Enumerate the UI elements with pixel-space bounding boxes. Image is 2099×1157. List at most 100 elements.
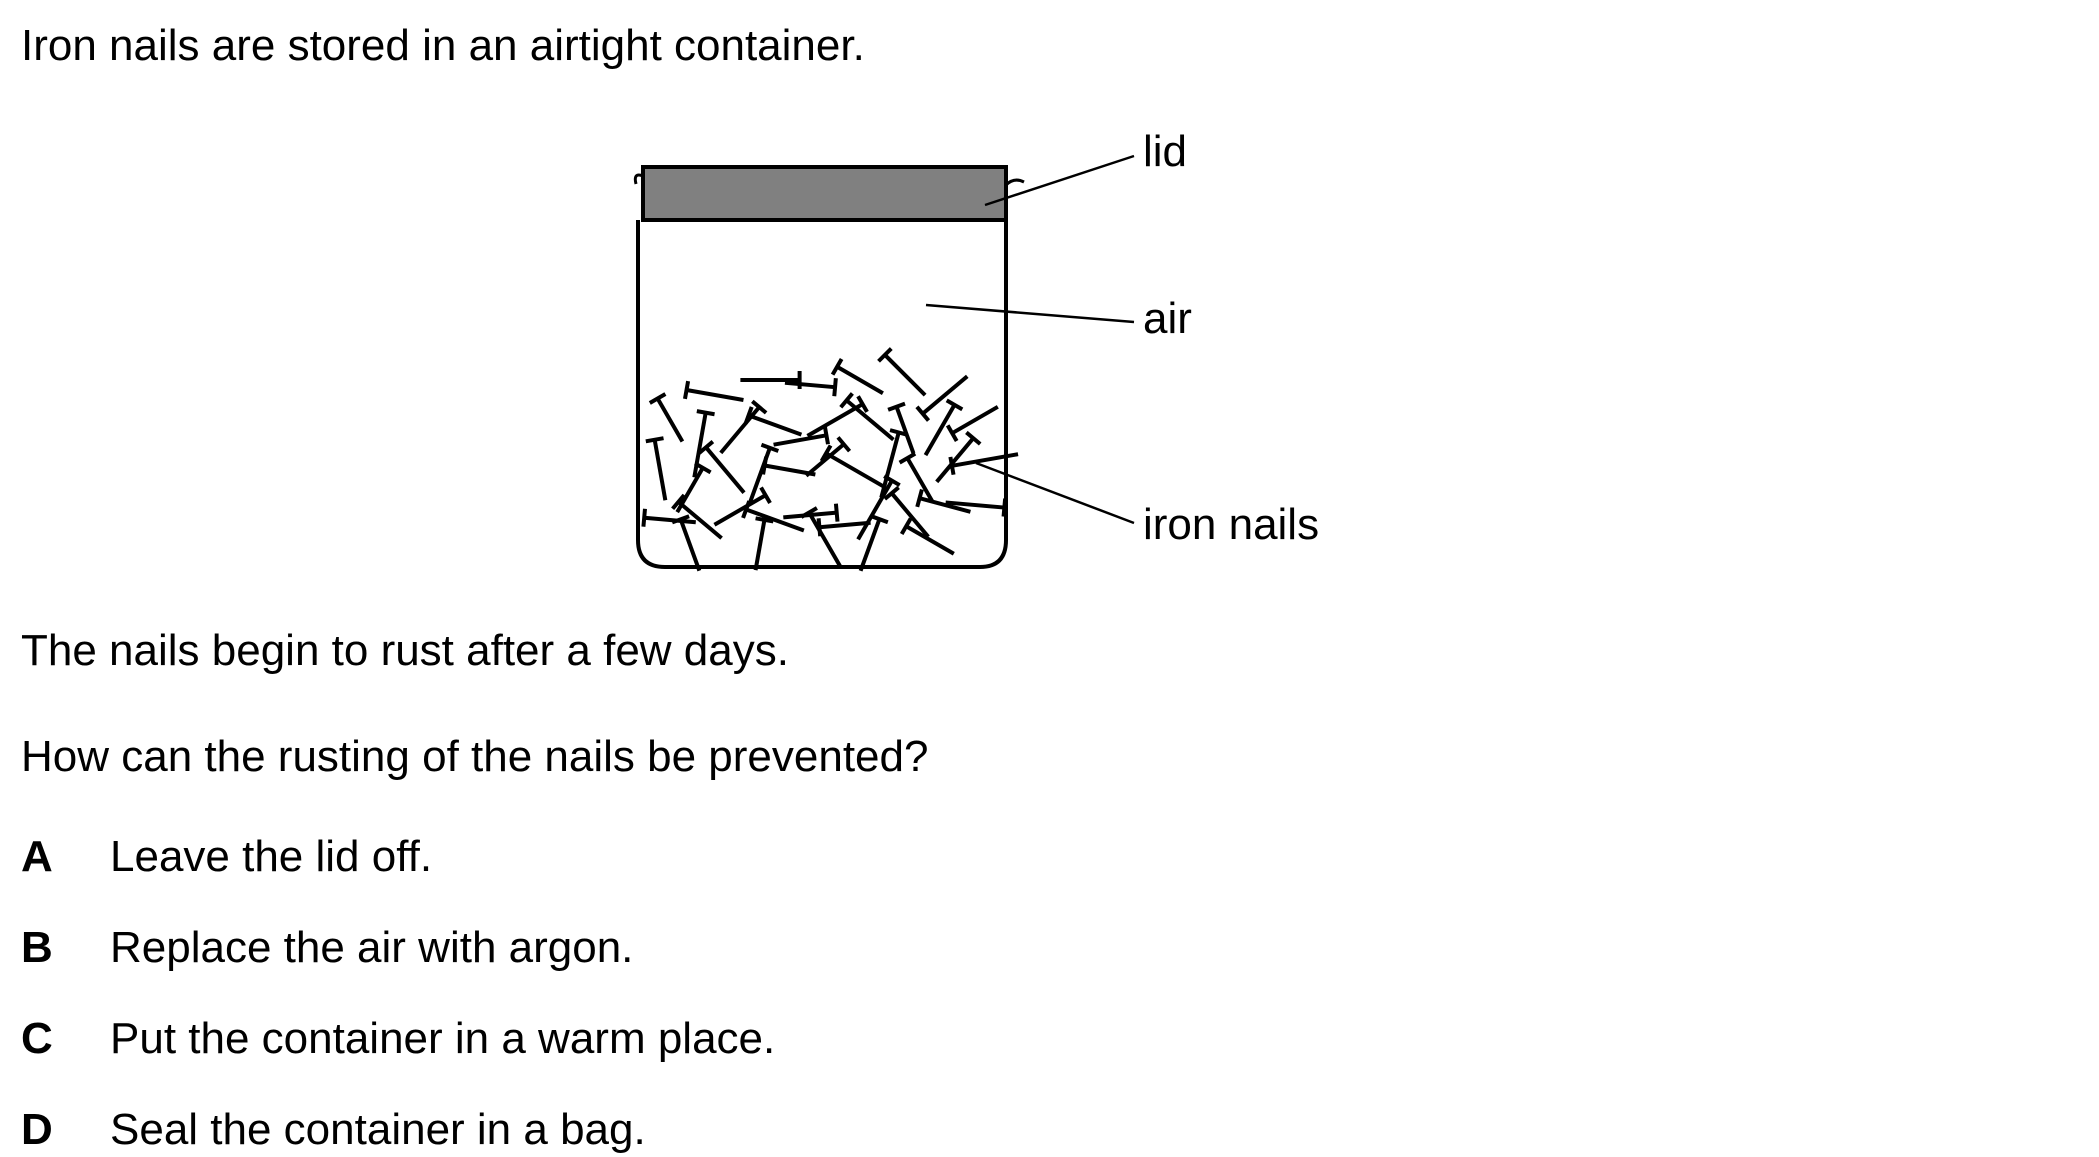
nail-shape bbox=[945, 498, 1008, 517]
nail-shaft bbox=[921, 374, 969, 416]
nail-shape bbox=[713, 486, 772, 527]
nail-shape bbox=[804, 436, 852, 478]
nail-shape bbox=[641, 508, 696, 527]
nail-shape bbox=[935, 430, 982, 484]
iron-nails-pile bbox=[641, 347, 1019, 572]
nail-shaft bbox=[747, 413, 803, 437]
nail-shape bbox=[645, 436, 668, 501]
nail-shape bbox=[887, 401, 916, 454]
nail-shaft bbox=[825, 451, 885, 489]
nail-head bbox=[760, 442, 780, 453]
nail-head bbox=[696, 409, 715, 417]
nail-shaft bbox=[905, 524, 955, 556]
nail-head bbox=[830, 357, 844, 376]
nail-head bbox=[870, 514, 889, 525]
nail-head bbox=[693, 461, 712, 475]
nail-shape bbox=[856, 474, 901, 541]
nail-shape bbox=[761, 456, 816, 477]
nail-head bbox=[743, 406, 754, 425]
rim-hook-right bbox=[1004, 178, 1025, 187]
nail-head bbox=[751, 399, 768, 415]
nail-head bbox=[833, 503, 840, 522]
nail-shape bbox=[671, 493, 723, 540]
nail-shape bbox=[948, 452, 1019, 476]
nail-head bbox=[1001, 498, 1008, 517]
option-text: Replace the air with argon. bbox=[110, 923, 634, 972]
option-letter: C bbox=[21, 1014, 53, 1063]
observation-text: The nails begin to rust after a few days… bbox=[21, 626, 789, 675]
nail-head bbox=[965, 430, 982, 446]
option-letter: A bbox=[21, 832, 53, 881]
nail-shape bbox=[858, 514, 889, 572]
iron-nails-label: iron nails bbox=[1143, 500, 1320, 549]
nail-shaft bbox=[804, 442, 846, 478]
option-letter: D bbox=[21, 1105, 53, 1154]
nail-shape bbox=[945, 405, 999, 442]
nail-shape bbox=[800, 506, 843, 569]
nail-shape bbox=[898, 451, 935, 503]
lid-label: lid bbox=[1143, 127, 1188, 176]
nail-shape bbox=[915, 488, 971, 514]
nail-shaft bbox=[719, 405, 761, 455]
nail-shape bbox=[773, 426, 830, 447]
nail-shaft bbox=[753, 519, 767, 571]
nail-head bbox=[822, 426, 830, 445]
nail-shaft bbox=[652, 439, 668, 501]
question-text: How can the rusting of the nails be prev… bbox=[21, 732, 929, 781]
lid-leader-line bbox=[984, 154, 1135, 207]
option-text: Put the container in a warm place. bbox=[110, 1014, 776, 1063]
nail-shape bbox=[683, 380, 744, 402]
nail-head bbox=[832, 378, 838, 397]
nail-head bbox=[945, 424, 959, 442]
nail-head bbox=[800, 506, 818, 519]
air-label: air bbox=[1143, 294, 1192, 343]
nail-head bbox=[883, 485, 900, 501]
nails-leader-line bbox=[975, 461, 1135, 525]
nail-shaft bbox=[784, 380, 836, 390]
nail-shaft bbox=[894, 406, 916, 454]
nail-shape bbox=[915, 374, 969, 422]
nail-head bbox=[697, 440, 715, 455]
nail-shape bbox=[743, 406, 803, 437]
nail-shape bbox=[740, 371, 802, 389]
nail-shape bbox=[697, 440, 746, 494]
nail-shaft bbox=[856, 479, 894, 541]
intro-text: Iron nails are stored in an airtight con… bbox=[21, 21, 865, 70]
nail-shape bbox=[839, 392, 895, 442]
nail-shaft bbox=[745, 507, 805, 533]
nail-head bbox=[945, 398, 964, 412]
nail-shaft bbox=[713, 493, 767, 527]
nail-head bbox=[645, 436, 664, 444]
nail-head bbox=[948, 456, 956, 476]
option-text: Leave the lid off. bbox=[110, 832, 433, 881]
nail-head bbox=[877, 347, 893, 363]
nail-shaft bbox=[923, 403, 957, 457]
nail-shape bbox=[883, 485, 930, 539]
nail-head bbox=[761, 456, 769, 475]
nail-shaft bbox=[951, 452, 1019, 468]
nail-shape bbox=[806, 395, 869, 438]
nail-head bbox=[915, 405, 931, 422]
nail-head bbox=[755, 516, 774, 524]
option-text: Seal the container in a bag. bbox=[110, 1105, 646, 1154]
nail-head bbox=[856, 395, 869, 413]
option-letter: B bbox=[21, 923, 53, 972]
nail-head bbox=[671, 493, 686, 511]
nail-shaft bbox=[692, 412, 708, 478]
nail-shaft bbox=[935, 436, 975, 484]
nail-shape bbox=[784, 378, 838, 397]
nail-shape bbox=[719, 399, 768, 455]
nail-shaft bbox=[678, 518, 702, 572]
nail-shape bbox=[923, 398, 964, 457]
nail-shape bbox=[830, 357, 884, 395]
nail-head bbox=[759, 486, 772, 505]
nail-shape bbox=[753, 516, 774, 571]
rim-hook-left bbox=[633, 173, 644, 185]
nail-head bbox=[683, 380, 691, 400]
nail-shaft bbox=[845, 398, 895, 442]
nail-head bbox=[915, 488, 924, 508]
air-leader-line bbox=[925, 303, 1135, 324]
nail-shaft bbox=[655, 397, 685, 443]
nail-shaft bbox=[836, 365, 884, 395]
